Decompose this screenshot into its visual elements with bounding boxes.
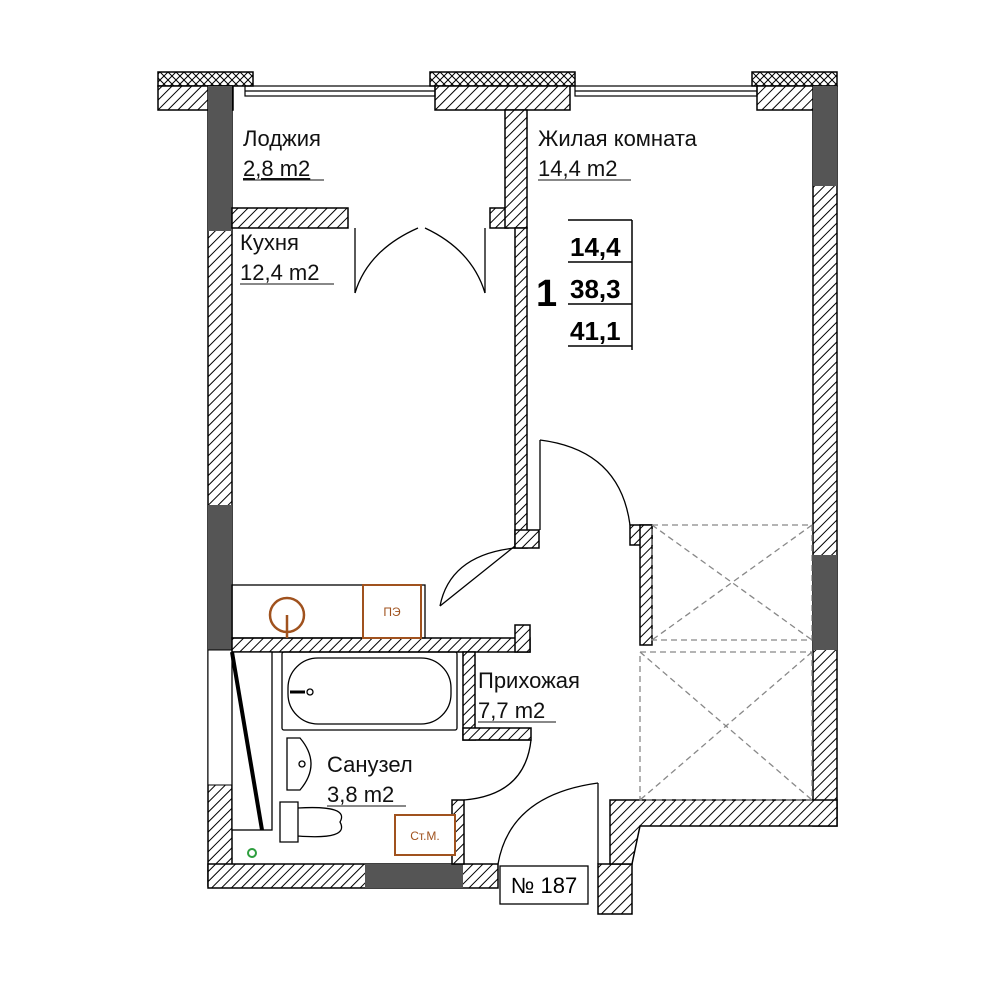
kitchen-bath-partition xyxy=(231,624,532,865)
loggia-area: 2,8 m2 xyxy=(243,156,310,181)
living-area-value: 14,4 xyxy=(570,232,621,262)
area-summary-box: 14,4 38,3 41,1 xyxy=(568,219,633,350)
doors xyxy=(354,227,631,865)
bathroom-fixtures xyxy=(230,651,458,858)
total-with-loggia-value: 41,1 xyxy=(570,316,621,346)
bottom-wall xyxy=(207,799,838,915)
kitchen-name: Кухня xyxy=(240,230,299,255)
kitchen-counter: ПЭ xyxy=(231,584,426,639)
windows xyxy=(244,85,758,97)
living-name: Жилая комната xyxy=(538,126,698,151)
loggia-name: Лоджия xyxy=(243,126,321,151)
central-partition xyxy=(514,227,653,646)
loggia-partition xyxy=(231,109,528,229)
stove-label: ПЭ xyxy=(383,605,401,619)
stove-icon xyxy=(362,584,422,639)
bathroom-name: Санузел xyxy=(327,752,413,777)
toilet-icon xyxy=(279,801,343,843)
hallway-name: Прихожая xyxy=(478,668,580,693)
washbasin-icon xyxy=(286,737,312,791)
drain-icon xyxy=(247,848,257,858)
bathtub-icon xyxy=(281,651,458,731)
left-wall xyxy=(207,85,233,887)
total-area-value: 38,3 xyxy=(570,274,621,304)
kitchen-area: 12,4 m2 xyxy=(240,260,320,285)
right-wall xyxy=(812,85,838,827)
washer-icon xyxy=(394,814,456,856)
washer-label: Ст.М. xyxy=(410,829,440,843)
wardrobe xyxy=(639,524,813,801)
apartment-number: № 187 xyxy=(511,873,577,898)
hallway-area: 7,7 m2 xyxy=(478,698,545,723)
bathroom-area: 3,8 m2 xyxy=(327,782,394,807)
apartment-number-box: № 187 xyxy=(499,865,589,905)
rooms-count: 1 xyxy=(536,273,557,315)
living-area: 14,4 m2 xyxy=(538,156,618,181)
